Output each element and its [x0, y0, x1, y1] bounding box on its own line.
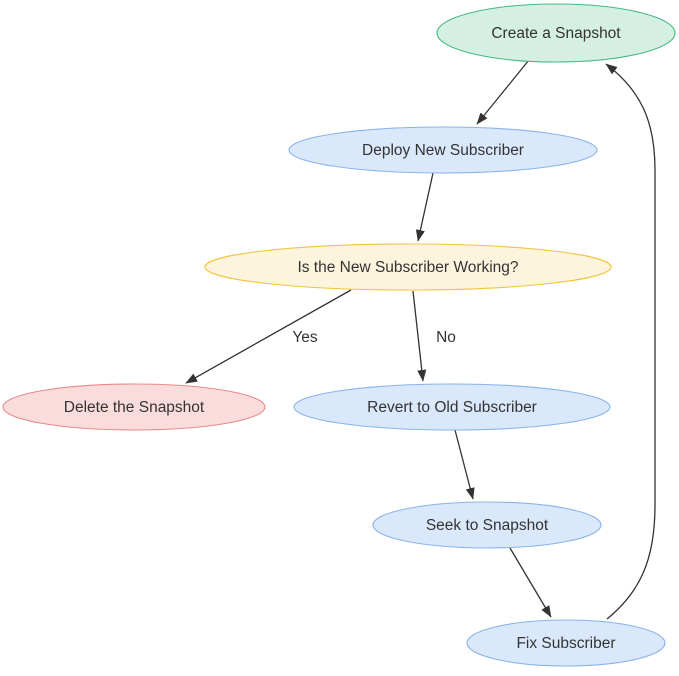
node-delete-the-snapshot-shape[interactable]: [2, 383, 266, 431]
node-delete-the-snapshot-label: Delete the Snapshot: [64, 399, 205, 416]
node-seek-to-snapshot-shape[interactable]: [372, 501, 602, 549]
node-fix-subscriber-shape[interactable]: [466, 619, 666, 667]
node-create-snapshot-shape[interactable]: [436, 3, 676, 63]
edge-revert-to-seek: [454, 429, 475, 500]
edge-fix-to-create: [605, 63, 656, 620]
edge-label-yes: Yes: [292, 329, 318, 346]
edge-create-to-deploy: [476, 59, 530, 125]
nodes-layer: Create a Snapshot Deploy New Subscriber …: [2, 3, 676, 667]
node-is-new-subscriber-working[interactable]: Is the New Subscriber Working?: [204, 243, 612, 291]
node-delete-the-snapshot[interactable]: Delete the Snapshot: [2, 383, 266, 431]
node-deploy-new-subscriber[interactable]: Deploy New Subscriber: [288, 126, 598, 174]
node-seek-to-snapshot-label: Seek to Snapshot: [426, 517, 549, 534]
node-create-snapshot[interactable]: Create a Snapshot: [436, 3, 676, 63]
edge-deploy-to-decision: [415, 172, 434, 242]
edge-decision-no-revert: [412, 290, 427, 382]
node-deploy-new-subscriber-label: Deploy New Subscriber: [362, 142, 524, 159]
node-revert-to-old-subscriber-shape[interactable]: [293, 383, 611, 431]
edge-label-no: No: [436, 329, 456, 346]
node-revert-to-old-subscriber-label: Revert to Old Subscriber: [367, 399, 537, 416]
edge-seek-to-fix: [509, 547, 552, 618]
edges-layer: [185, 59, 656, 620]
node-is-new-subscriber-working-shape[interactable]: [204, 243, 612, 291]
node-deploy-new-subscriber-shape[interactable]: [288, 126, 598, 174]
edge-decision-yes-delete: [185, 289, 352, 384]
node-seek-to-snapshot[interactable]: Seek to Snapshot: [372, 501, 602, 549]
node-create-snapshot-label: Create a Snapshot: [491, 25, 621, 42]
node-revert-to-old-subscriber[interactable]: Revert to Old Subscriber: [293, 383, 611, 431]
node-is-new-subscriber-working-label: Is the New Subscriber Working?: [297, 259, 518, 276]
node-fix-subscriber[interactable]: Fix Subscriber: [466, 619, 666, 667]
edge-labels-layer: Yes No: [292, 329, 456, 346]
node-fix-subscriber-label: Fix Subscriber: [516, 635, 615, 652]
